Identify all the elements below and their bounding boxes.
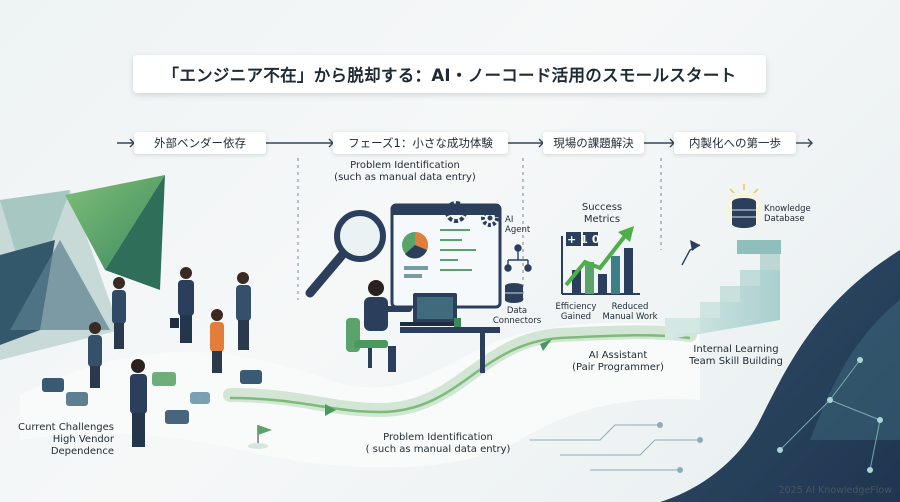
reduced-manual-work-label: Reduced Manual Work: [598, 302, 662, 323]
label-line: Problem Identification: [350, 160, 460, 171]
right-wave: [660, 250, 900, 502]
label-line: Reduced: [611, 302, 649, 312]
step-vendor-dependence: 外部ベンダー依存: [134, 132, 266, 154]
ai-agent-label: AI Agent: [505, 215, 530, 236]
label-line: Team Skill Building: [689, 356, 783, 368]
worker-desk: [346, 280, 500, 373]
success-chart: [561, 226, 640, 295]
label-line: (such as manual data entry): [334, 172, 476, 184]
circuit-traces: [530, 422, 703, 473]
label-line: Efficiency: [555, 302, 597, 312]
success-metrics-label: Success Metrics: [572, 202, 632, 226]
knowledge-database-icon: [726, 184, 762, 228]
label-line: Current Challenges: [18, 422, 114, 433]
magnifier-icon: [305, 210, 386, 298]
metric-value: +10: [567, 233, 604, 246]
label-line: AI: [505, 215, 514, 225]
label-line: Connectors: [492, 316, 542, 327]
problem-identification-top: Problem Identification (such as manual d…: [320, 160, 490, 184]
floor-path: [20, 322, 700, 468]
step-field-problem-solving: 現場の課題解決: [543, 132, 644, 154]
ai-assistant-label: AI Assistant (Pair Programmer): [566, 350, 670, 374]
phase-dividers: [297, 158, 662, 300]
puzzle-icon: [42, 370, 262, 424]
label-line: Gained: [560, 312, 592, 323]
gear-icon: [445, 201, 499, 227]
label-line: Success: [581, 202, 623, 213]
internal-learning-label: Internal Learning Team Skill Building: [676, 344, 796, 368]
label-line: Manual Work: [602, 312, 658, 323]
people-group: [88, 267, 251, 447]
label-line: Internal Learning: [693, 344, 779, 355]
title-banner: 「エンジニア不在」から脱却する：AI・ノーコード活用のスモールスタート: [133, 55, 766, 93]
label-line: Data: [506, 306, 528, 316]
label-line: Problem Identification: [383, 432, 493, 443]
label-line: AI Assistant: [588, 350, 648, 361]
current-challenges-label: Current Challenges High Vendor Dependenc…: [6, 422, 114, 459]
label-line: Metrics: [583, 214, 621, 226]
stairs: [665, 240, 781, 340]
network-icon: [504, 244, 532, 272]
footer-credit: 2025 AI KnowledgeFlow: [778, 485, 892, 496]
label-line: Agent: [505, 225, 531, 236]
step-internalization: 内製化への第一歩: [674, 132, 796, 154]
page-title: 「エンジニア不在」から脱却する：AI・ノーコード活用のスモールスタート: [162, 66, 737, 85]
left-backdrop: [0, 175, 165, 360]
flag-icon: [248, 425, 272, 449]
knowledge-database-label: Knowledge Database: [764, 204, 811, 225]
problem-identification-bottom: Problem Identification ( such as manual …: [356, 432, 520, 456]
label-line: Dependence: [50, 446, 114, 458]
label-line: ( such as manual data entry): [365, 444, 511, 456]
dashboard-screen: [390, 203, 502, 309]
efficiency-gained-label: Efficiency Gained: [550, 302, 602, 323]
label-line: (Pair Programmer): [572, 362, 664, 374]
label-line: Database: [764, 214, 805, 225]
step-phase1: フェーズ1：小さな成功体験: [333, 132, 508, 154]
database-icon: [505, 283, 523, 303]
data-connectors-label: Data Connectors: [490, 306, 544, 327]
label-line: High Vendor: [52, 434, 114, 446]
label-line: Knowledge: [764, 204, 811, 214]
